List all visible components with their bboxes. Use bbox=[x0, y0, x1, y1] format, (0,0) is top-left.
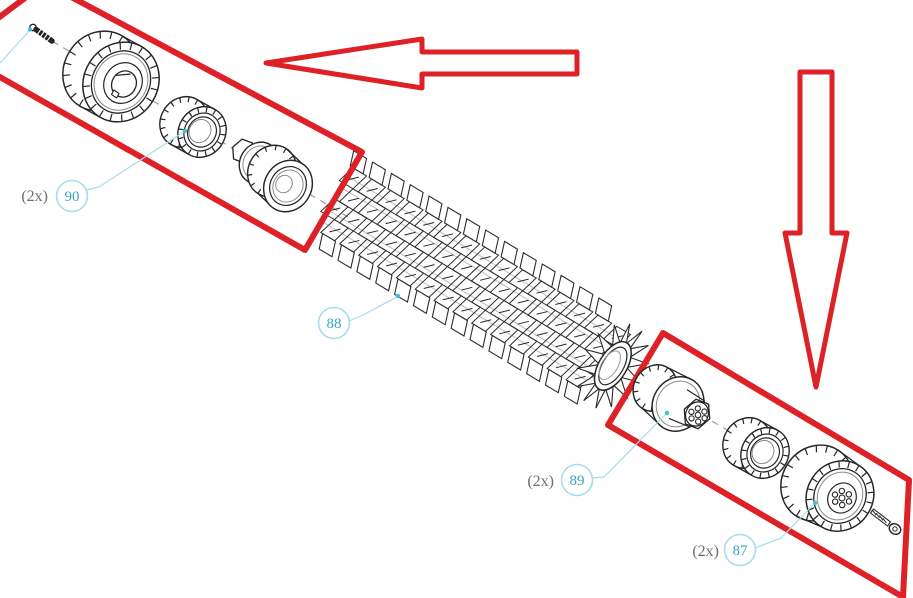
part-callout-90[interactable]: 90 bbox=[55, 179, 89, 213]
callout-circle-89[interactable] bbox=[560, 463, 594, 497]
bearing-left bbox=[159, 96, 227, 158]
end-cap-right bbox=[632, 364, 711, 432]
part-callout-88[interactable]: 88 bbox=[317, 306, 351, 340]
leader-dot-89 bbox=[664, 410, 670, 416]
part-callout-89[interactable]: 89 bbox=[560, 463, 594, 497]
quantity-label-90: (2x) bbox=[21, 188, 48, 205]
highlight-box-bottom-right bbox=[605, 330, 912, 598]
part-callout-87[interactable]: 87 bbox=[723, 533, 757, 567]
leader-line-87 bbox=[754, 502, 816, 549]
down-arrow-annotation bbox=[782, 69, 850, 390]
bearing-right bbox=[722, 417, 790, 479]
highlight-box-top-left bbox=[0, 0, 365, 253]
brush-roller bbox=[318, 149, 651, 409]
leader-line-offscreen bbox=[0, 29, 31, 64]
callout-circle-90[interactable] bbox=[55, 179, 89, 213]
gear-pulley-right bbox=[780, 444, 875, 532]
leader-dot-87 bbox=[812, 500, 818, 506]
brush-end-tube bbox=[575, 323, 651, 409]
end-cap-left bbox=[232, 138, 314, 213]
leader-line-89 bbox=[591, 412, 668, 479]
screw-right bbox=[869, 508, 902, 535]
quantity-label-89: (2x) bbox=[527, 473, 554, 490]
leader-line-90 bbox=[85, 130, 186, 191]
part-number-87: 87 bbox=[733, 543, 749, 559]
leader-dot-offscreen bbox=[27, 27, 33, 32]
leader-line-88 bbox=[348, 296, 398, 322]
callout-circle-87[interactable] bbox=[723, 533, 757, 567]
part-number-89: 89 bbox=[570, 473, 585, 489]
quantity-label-87: (2x) bbox=[692, 543, 719, 560]
gear-pulley-left bbox=[62, 30, 160, 123]
screw-left bbox=[29, 23, 55, 44]
leader-dot-90 bbox=[182, 128, 188, 134]
callout-circle-88[interactable] bbox=[317, 306, 351, 340]
part-number-90: 90 bbox=[65, 189, 80, 205]
part-number-88: 88 bbox=[327, 316, 342, 332]
leader-dot-88 bbox=[395, 293, 401, 299]
left-arrow-annotation bbox=[263, 36, 580, 91]
